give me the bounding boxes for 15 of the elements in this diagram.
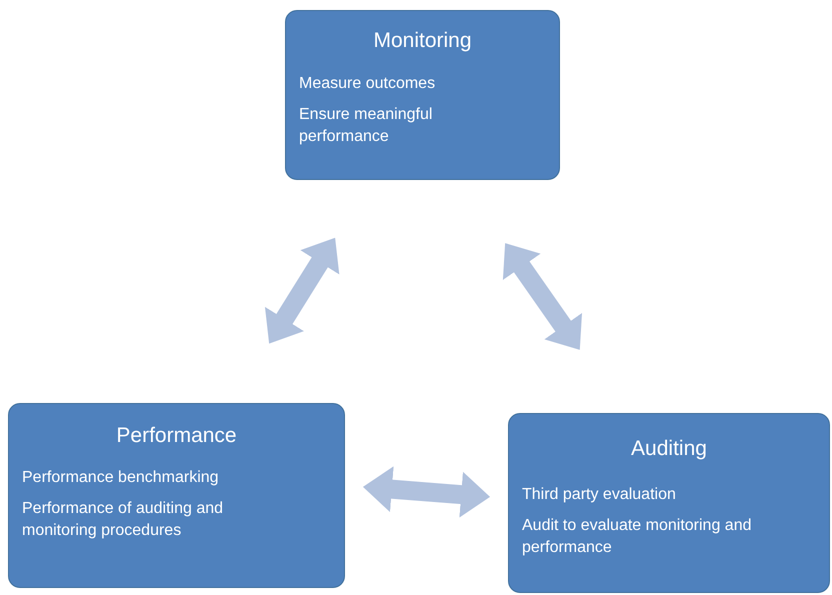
box-title: Auditing [630,437,708,461]
process-box [8,403,345,588]
process-box [285,10,560,180]
box-item: Ensure meaningful performance [299,105,434,147]
double-arrow [502,243,582,350]
box-item: Performance of auditing and monitoring procedures [22,499,224,541]
box-item: Measure outcomes [299,74,436,94]
double-arrow [362,466,490,518]
box-title: Monitoring [372,29,473,53]
double-arrow [264,238,340,344]
box-item: Performance benchmarking [22,468,220,488]
box-item: Audit to evaluate monitoring and performance [522,516,752,558]
process-box [508,413,830,593]
box-item: Third party evaluation [522,485,677,505]
box-title: Performance [115,424,238,448]
